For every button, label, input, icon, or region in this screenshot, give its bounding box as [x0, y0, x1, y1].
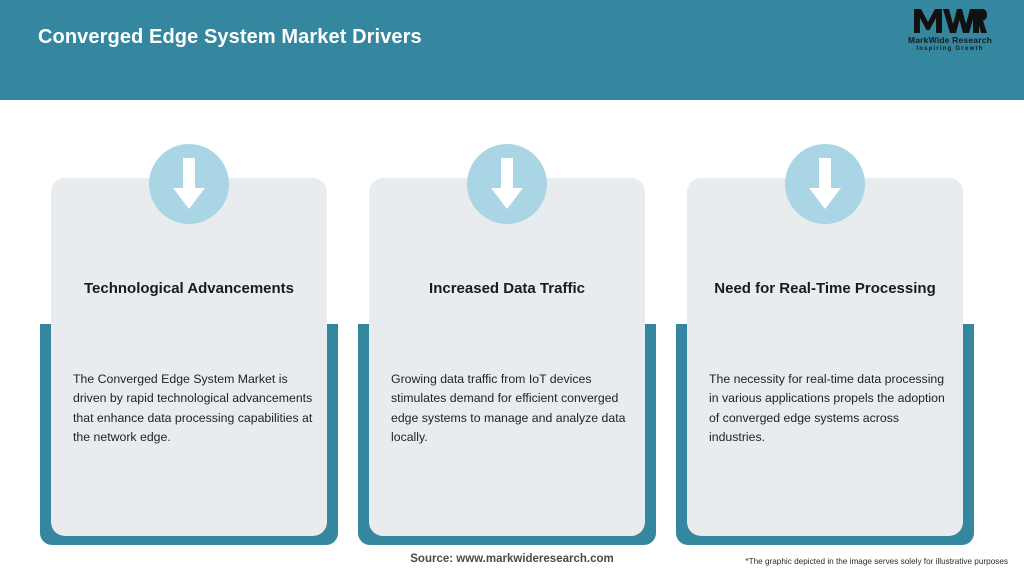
down-arrow-glyph — [173, 158, 205, 209]
driver-card[interactable]: Increased Data Traffic Growing data traf… — [358, 144, 656, 545]
down-arrow-icon — [467, 144, 547, 224]
down-arrow-icon — [785, 144, 865, 224]
driver-cards-container: Technological Advancements The Converged… — [0, 100, 1024, 545]
source-attribution: Source: www.markwideresearch.com — [410, 553, 614, 565]
page-header: Converged Edge System Market Drivers Mar… — [0, 0, 1024, 100]
disclaimer-note: *The graphic depicted in the image serve… — [745, 557, 1008, 566]
card-panel: Increased Data Traffic Growing data traf… — [369, 178, 645, 536]
driver-card[interactable]: Technological Advancements The Converged… — [40, 144, 338, 545]
card-body-text: Growing data traffic from IoT devices st… — [391, 372, 626, 445]
logo-company-name: MarkWide Research — [907, 35, 993, 45]
driver-card[interactable]: Need for Real-Time Processing The necess… — [676, 144, 974, 545]
card-title: Need for Real-Time Processing — [714, 280, 936, 297]
card-panel: Need for Real-Time Processing The necess… — [687, 178, 963, 536]
card-body-text: The Converged Edge System Market is driv… — [73, 372, 313, 445]
brand-logo: MarkWide Research Inspiring Growth — [898, 8, 1002, 66]
card-title: Technological Advancements — [83, 280, 295, 297]
card-body-text: The necessity for real-time data process… — [709, 372, 945, 445]
down-arrow-glyph — [491, 158, 523, 209]
page-title: Converged Edge System Market Drivers — [38, 26, 422, 48]
card-panel: Technological Advancements The Converged… — [51, 178, 327, 536]
mwr-logo-icon — [914, 9, 987, 33]
down-arrow-icon — [149, 144, 229, 224]
down-arrow-glyph — [809, 158, 841, 209]
logo-tagline: Inspiring Growth — [916, 46, 984, 52]
card-title: Increased Data Traffic — [429, 280, 585, 297]
